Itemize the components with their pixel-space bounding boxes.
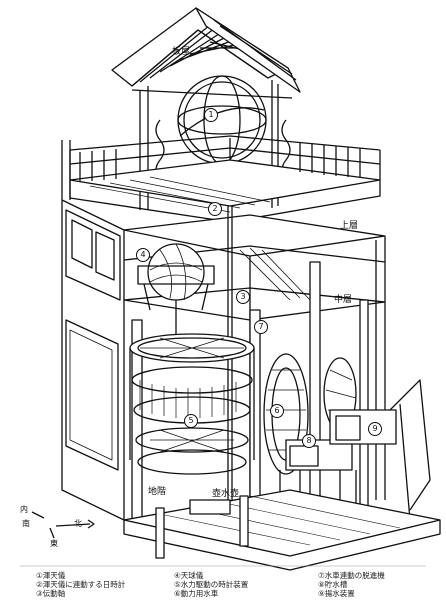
compass-rose xyxy=(31,511,95,539)
legend-item-7: ⑦水車連動の脱進機 xyxy=(318,571,385,580)
clockwork-wheel xyxy=(129,333,255,475)
callout-5: 5 xyxy=(184,414,198,428)
middle-floor-label: 中層 xyxy=(334,295,353,305)
legend-item-8: ⑧貯水槽 xyxy=(318,580,348,589)
roof-label: 板屋 xyxy=(172,47,191,57)
upper-floor-label: 上層 xyxy=(340,221,359,231)
legend-item-6: ⑥動力用水車 xyxy=(174,589,219,598)
compass-east: 東 xyxy=(50,539,58,548)
water-tanks xyxy=(279,379,431,530)
compass-south: 南 xyxy=(22,519,30,528)
legend-item-1: ①渾天儀 xyxy=(36,571,66,580)
compass-north: 北 xyxy=(74,519,82,528)
compass-inner: 内 xyxy=(20,505,28,514)
callout-7: 7 xyxy=(254,320,268,334)
callout-2: 2 xyxy=(208,202,222,216)
callout-6: 6 xyxy=(270,404,284,418)
celestial-globe xyxy=(137,243,215,340)
callout-4: 4 xyxy=(136,248,150,262)
callout-3: 3 xyxy=(236,290,250,304)
callout-1: 1 xyxy=(204,108,218,122)
tank-label: 壺水壺 xyxy=(212,489,240,499)
legend-item-9: ⑨揚水装置 xyxy=(318,589,355,598)
legend-item-2: ②渾天儀に連動する日時計 xyxy=(36,580,126,589)
callout-9: 9 xyxy=(368,422,382,436)
foundation xyxy=(123,489,441,571)
legend-item-5: ⑤水力駆動の時計装置 xyxy=(174,580,249,589)
top-platform xyxy=(69,135,381,223)
legend-item-4: ④天球儀 xyxy=(174,571,204,580)
callout-8: 8 xyxy=(302,434,316,448)
left-tower-face xyxy=(61,140,125,521)
ground-hall-label: 地階 xyxy=(148,487,167,497)
legend-item-3: ③伝動軸 xyxy=(36,589,66,598)
